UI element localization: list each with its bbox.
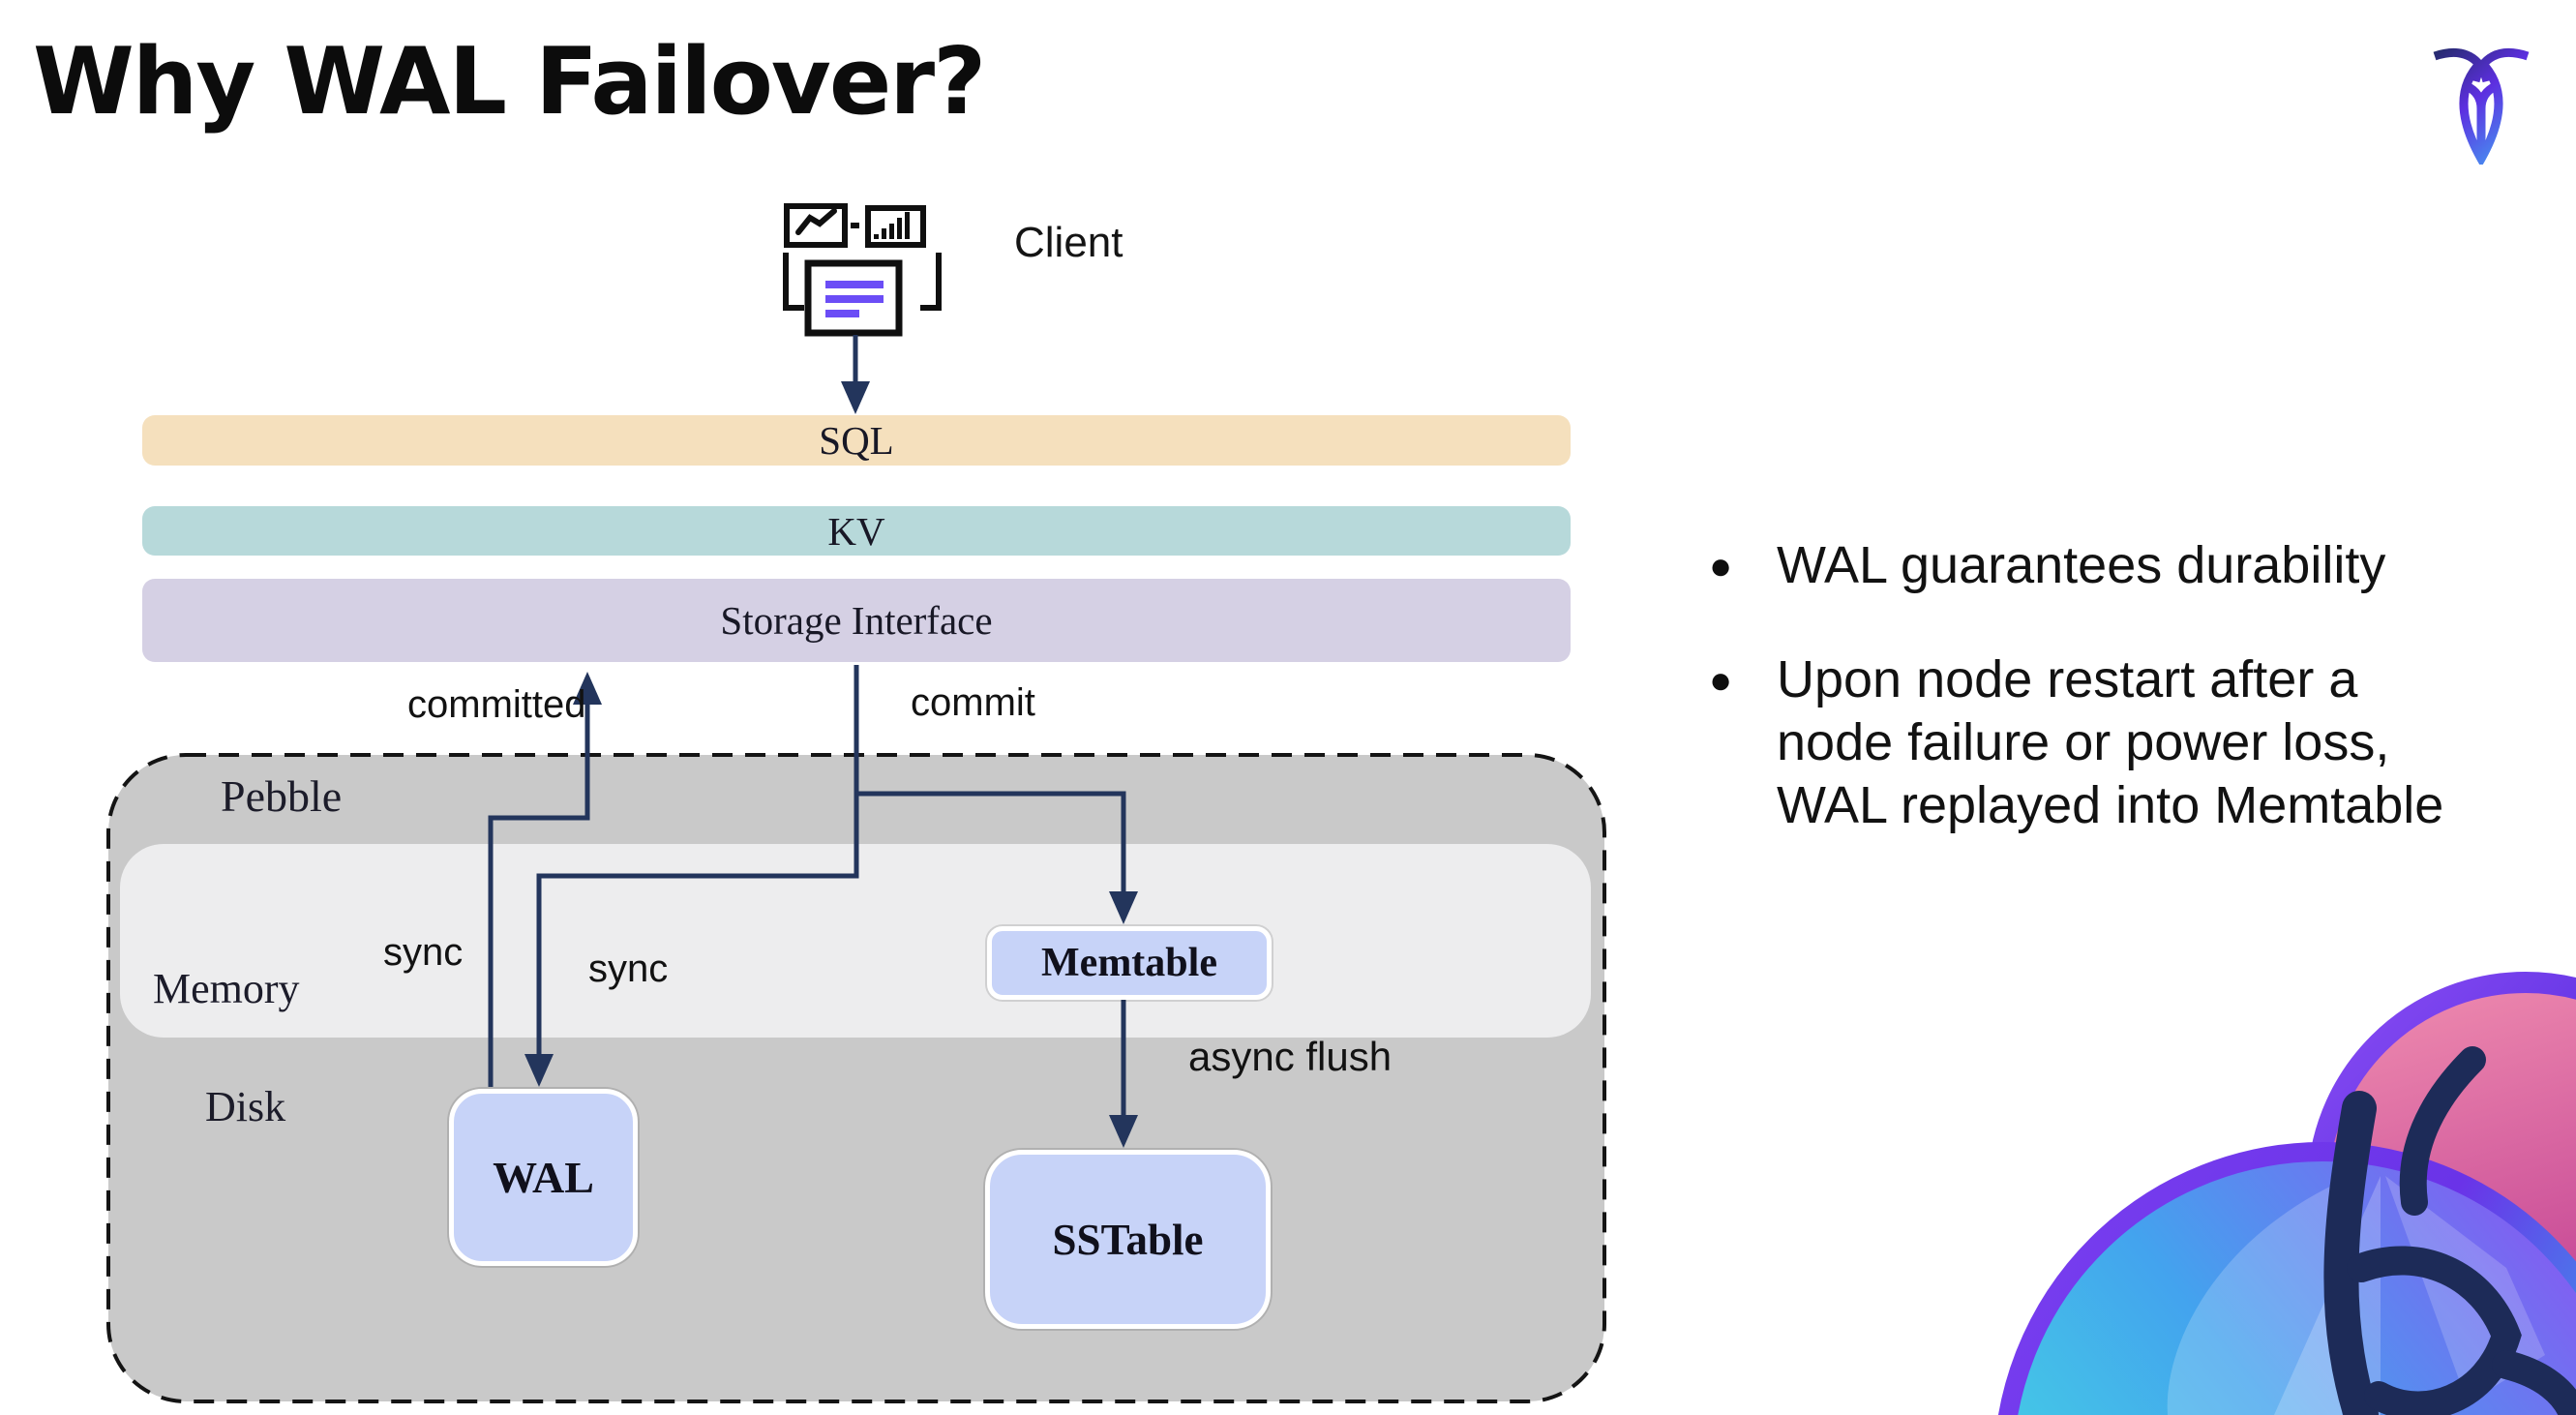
sstable-node: SSTable bbox=[985, 1150, 1271, 1329]
client-label: Client bbox=[1014, 219, 1123, 266]
committed-edge-label: committed bbox=[407, 683, 586, 726]
sstable-node-label: SSTable bbox=[1052, 1215, 1204, 1264]
bullet-item: ● WAL guarantees durability bbox=[1682, 534, 2553, 598]
page-title: Why WAL Failover? bbox=[33, 29, 986, 135]
memtable-node: Memtable bbox=[987, 926, 1272, 1000]
cockroachdb-logo-icon bbox=[2433, 47, 2530, 165]
memtable-node-label: Memtable bbox=[1041, 941, 1217, 985]
wal-node: WAL bbox=[449, 1089, 638, 1266]
pebble-label: Pebble bbox=[221, 771, 343, 821]
sql-layer-bar: SQL bbox=[142, 415, 1571, 466]
bullet-item: ● Upon node restart after a node failure… bbox=[1682, 648, 2553, 837]
commit-edge-label: commit bbox=[911, 681, 1035, 724]
storage-interface-bar: Storage Interface bbox=[142, 579, 1571, 662]
cockroachdb-brand-art bbox=[1998, 972, 2576, 1415]
kv-layer-label: KV bbox=[827, 508, 885, 554]
sync-edge-label-commit-path: sync bbox=[588, 948, 669, 990]
kv-layer-bar: KV bbox=[142, 506, 1571, 556]
bullet-text: WAL guarantees durability bbox=[1777, 536, 2386, 594]
bullet-dot-icon: ● bbox=[1709, 545, 1733, 587]
sync-edge-label-committed-path: sync bbox=[383, 931, 464, 974]
sql-layer-label: SQL bbox=[819, 418, 894, 463]
disk-label: Disk bbox=[205, 1083, 286, 1130]
wal-node-label: WAL bbox=[493, 1153, 594, 1202]
bullet-dot-icon: ● bbox=[1709, 659, 1733, 702]
async-flush-edge-label: async flush bbox=[1188, 1034, 1393, 1079]
client-devices-icon bbox=[783, 203, 942, 337]
bullet-text: Upon node restart after a node failure o… bbox=[1777, 650, 2444, 834]
memory-label: Memory bbox=[153, 965, 300, 1012]
memory-region bbox=[120, 844, 1591, 1038]
bullet-list: ● WAL guarantees durability ● Upon node … bbox=[1682, 534, 2553, 837]
storage-interface-label: Storage Interface bbox=[720, 598, 993, 643]
client-to-sql-arrowhead bbox=[841, 381, 870, 414]
